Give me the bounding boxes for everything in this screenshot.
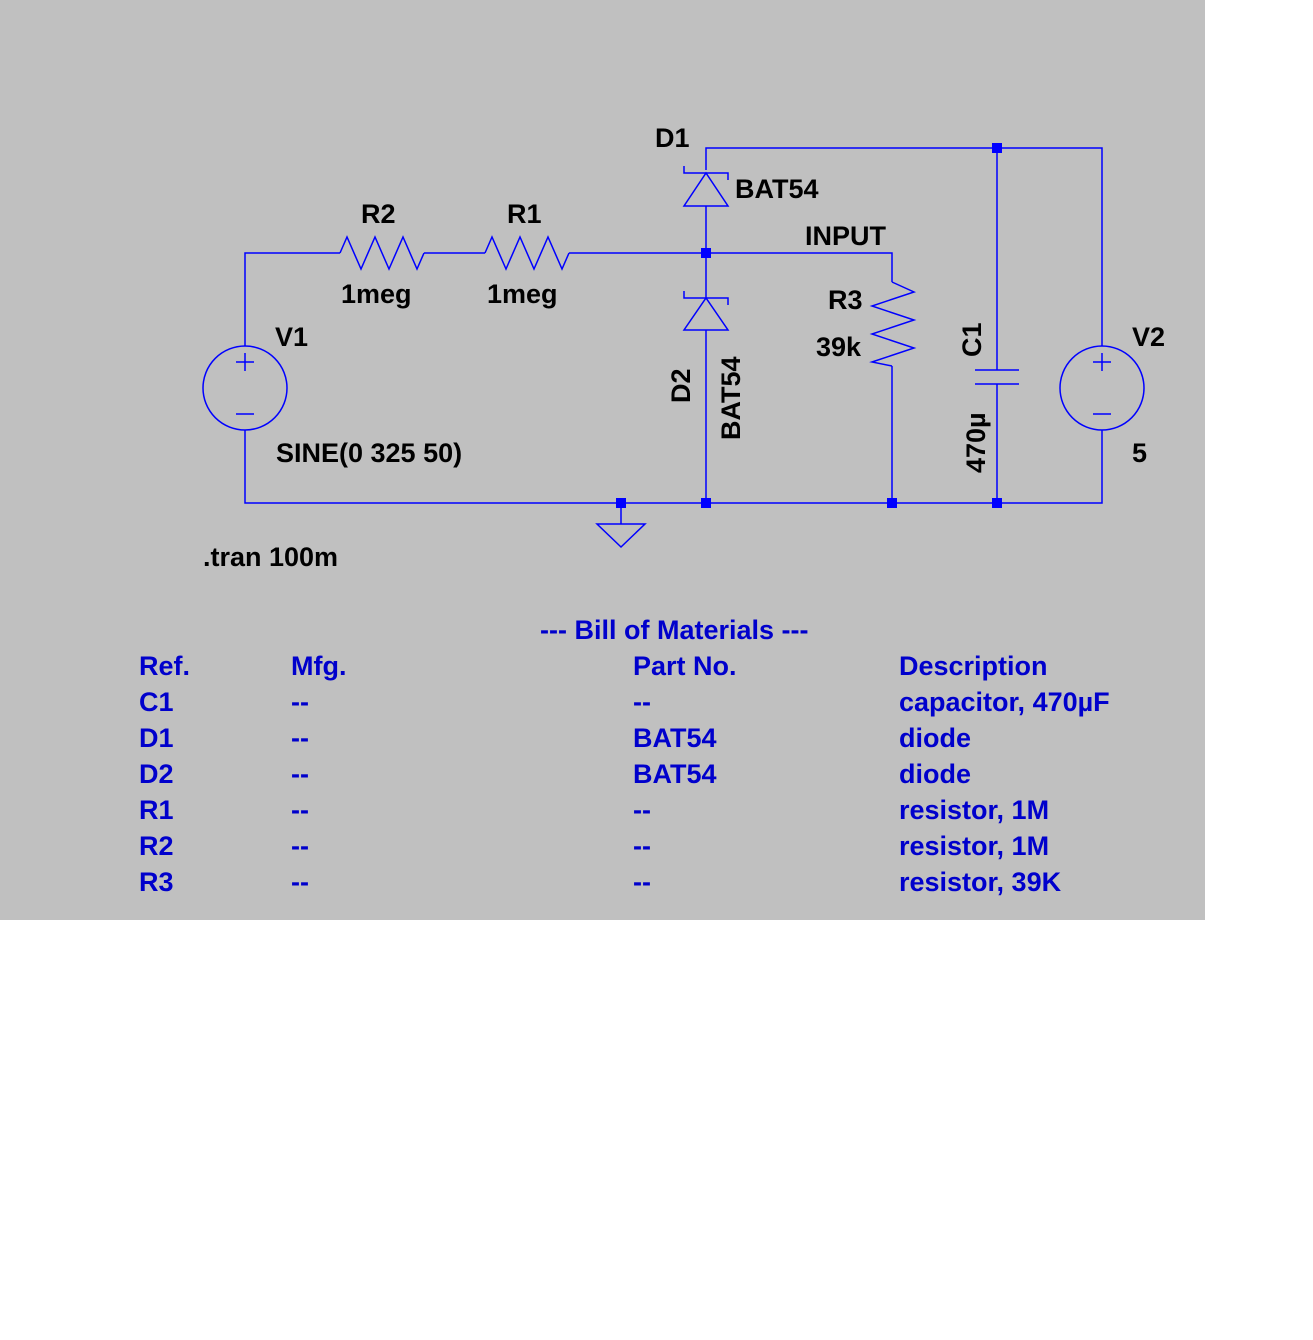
- bom-row: R3 -- -- resistor, 39K: [0, 864, 1205, 900]
- junction-c1-bottom: [992, 498, 1002, 508]
- bom-cell-ref: R1: [139, 795, 174, 825]
- label-c1-value: 470µ: [961, 412, 991, 473]
- bom-cell-ref: D1: [139, 723, 174, 753]
- resistor-r3-icon: [869, 281, 917, 367]
- bom-title: --- Bill of Materials ---: [540, 615, 809, 645]
- bom-cell-description: resistor, 1M: [899, 831, 1050, 861]
- wire-d1-top: [705, 147, 1103, 346]
- wire-r1-input: [569, 252, 893, 282]
- label-d2-ref: D2: [666, 368, 696, 403]
- bom-cell-part: BAT54: [633, 723, 717, 753]
- bom-row: R2 -- -- resistor, 1M: [0, 828, 1205, 864]
- wire-v1-top: [244, 252, 340, 346]
- label-d1-value: BAT54: [735, 174, 819, 204]
- bom-cell-description: resistor, 39K: [899, 867, 1062, 897]
- wires: [244, 147, 1103, 524]
- spice-directive: .tran 100m: [203, 542, 338, 572]
- label-d2-value: BAT54: [716, 356, 746, 440]
- label-v1-ref: V1: [275, 322, 308, 352]
- bom-cell-ref: R3: [139, 867, 174, 897]
- bom-cell-description: diode: [899, 723, 971, 753]
- bom-header-ref: Ref.: [139, 651, 191, 681]
- label-d1-ref: D1: [655, 123, 690, 153]
- bom-header-part: Part No.: [633, 651, 737, 681]
- bom-header-mfg: Mfg.: [291, 651, 347, 681]
- junction-d2-bottom: [701, 498, 711, 508]
- voltage-source-v1-icon: [202, 345, 288, 431]
- bom-row: D2 -- BAT54 diode: [0, 756, 1205, 792]
- bom-cell-part: --: [633, 687, 651, 717]
- label-r1-value: 1meg: [487, 279, 558, 309]
- bom-cell-mfg: --: [291, 759, 309, 789]
- bom-cell-mfg: --: [291, 723, 309, 753]
- label-c1-ref: C1: [957, 322, 987, 357]
- bom-cell-ref: R2: [139, 831, 174, 861]
- bom-row: C1 -- -- capacitor, 470µF: [0, 684, 1205, 720]
- bom-cell-mfg: --: [291, 831, 309, 861]
- bom-cell-part: --: [633, 867, 651, 897]
- bom-cell-ref: C1: [139, 687, 174, 717]
- capacitor-c1-icon: [975, 369, 1019, 385]
- junction-input: [701, 248, 711, 258]
- bom-cell-part: --: [633, 831, 651, 861]
- voltage-source-v2-icon: [1059, 345, 1145, 431]
- bom-cell-description: diode: [899, 759, 971, 789]
- bom-header-description: Description: [899, 651, 1048, 681]
- label-v1-value: SINE(0 325 50): [276, 438, 462, 468]
- schematic-canvas: [0, 0, 1205, 920]
- resistor-r1-icon: [484, 235, 570, 271]
- bom-cell-mfg: --: [291, 867, 309, 897]
- junctions: [616, 143, 1002, 508]
- bom-row: R1 -- -- resistor, 1M: [0, 792, 1205, 828]
- bom-cell-ref: D2: [139, 759, 174, 789]
- junction-ground: [616, 498, 626, 508]
- diode-d1-icon: [682, 166, 730, 207]
- diode-d2-icon: [682, 291, 730, 331]
- schematic-diagram: D1 BAT54 R2 1meg R1 1meg INPUT R3 39k V1…: [202, 123, 1165, 572]
- bom-cell-mfg: --: [291, 795, 309, 825]
- net-label-input: INPUT: [805, 221, 887, 251]
- bom-header-row: Ref. Mfg. Part No. Description: [0, 648, 1205, 684]
- wire-ground-rail: [244, 430, 1103, 504]
- label-r2-value: 1meg: [341, 279, 412, 309]
- bom-cell-description: capacitor, 470µF: [899, 687, 1110, 717]
- label-r2-ref: R2: [361, 199, 396, 229]
- label-r3-value: 39k: [816, 332, 862, 362]
- bom-cell-part: --: [633, 795, 651, 825]
- bom-cell-description: resistor, 1M: [899, 795, 1050, 825]
- bom-row: D1 -- BAT54 diode: [0, 720, 1205, 756]
- junction-r3-bottom: [887, 498, 897, 508]
- bom-cell-part: BAT54: [633, 759, 717, 789]
- label-r3-ref: R3: [828, 285, 863, 315]
- label-r1-ref: R1: [507, 199, 542, 229]
- resistor-r2-icon: [339, 235, 425, 271]
- ground-icon: [595, 523, 647, 549]
- junction-top-right: [992, 143, 1002, 153]
- label-v2-ref: V2: [1132, 322, 1165, 352]
- label-v2-value: 5: [1132, 438, 1147, 468]
- bom-cell-mfg: --: [291, 687, 309, 717]
